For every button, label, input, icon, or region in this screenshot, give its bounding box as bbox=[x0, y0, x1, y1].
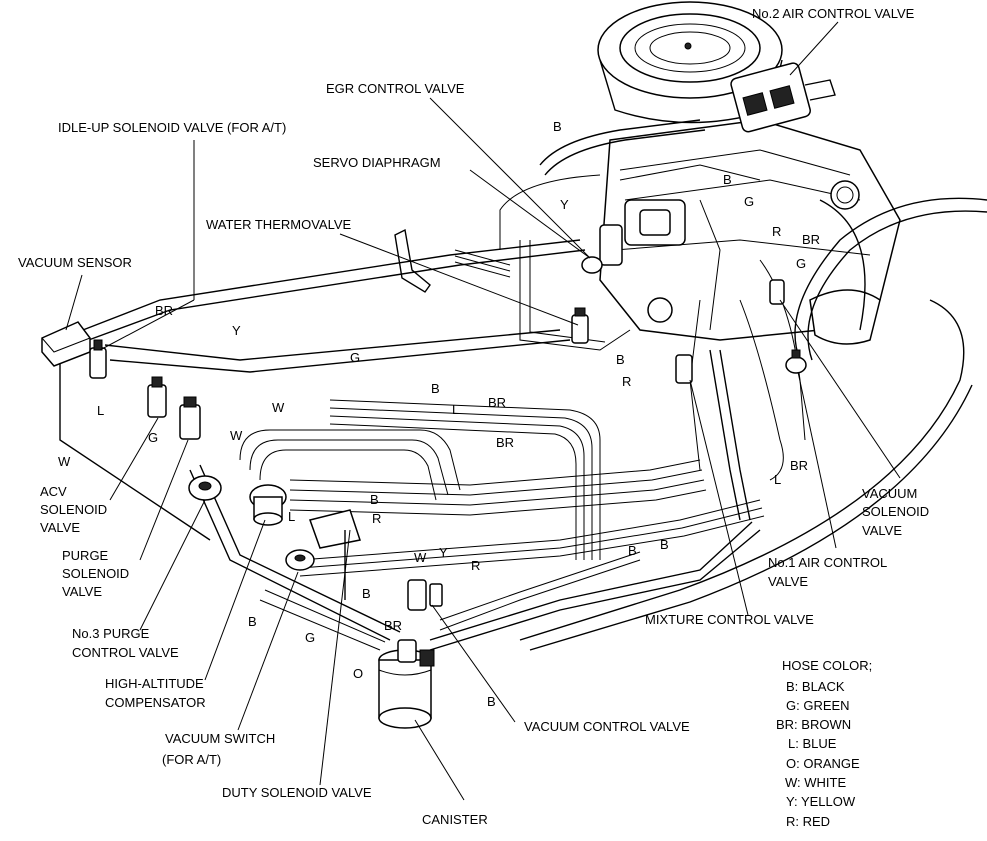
engine-block bbox=[599, 119, 901, 345]
hose-tag: B bbox=[248, 614, 257, 629]
hose-tag: B bbox=[370, 492, 379, 507]
hose-tag: B bbox=[487, 694, 496, 709]
legend-item-yellow: Y: YELLOW bbox=[786, 794, 856, 809]
hose-tag: B bbox=[723, 172, 732, 187]
mount-bracket bbox=[309, 509, 361, 600]
hose-tag: W bbox=[230, 428, 243, 443]
hose-tag: L bbox=[288, 509, 295, 524]
label-no2-air-control-valve: No.2 AIR CONTROL VALVE bbox=[752, 6, 915, 21]
label-purge-solenoid-valve-2: SOLENOID bbox=[62, 566, 129, 581]
label-duty-solenoid-valve: DUTY SOLENOID VALVE bbox=[222, 785, 372, 800]
hose-tag: R bbox=[372, 511, 381, 526]
mixture-control-part bbox=[675, 354, 693, 384]
label-servo-diaphragm: SERVO DIAPHRAGM bbox=[313, 155, 441, 170]
label-vacuum-solenoid-valve-3: VALVE bbox=[862, 523, 902, 538]
label-idle-up-solenoid-valve: IDLE-UP SOLENOID VALVE (FOR A/T) bbox=[58, 120, 286, 135]
hose-tag: B bbox=[628, 543, 637, 558]
no1-air-control-part bbox=[785, 349, 807, 374]
legend-title: HOSE COLOR; bbox=[782, 658, 872, 673]
hose-tag: B bbox=[431, 381, 440, 396]
label-no3-purge-control-valve-1: No.3 PURGE bbox=[72, 626, 150, 641]
hose-tag: B bbox=[553, 119, 562, 134]
legend-item-green: G: GREEN bbox=[786, 698, 850, 713]
legend-item-blue: L: BLUE bbox=[788, 736, 837, 751]
label-purge-solenoid-valve-1: PURGE bbox=[62, 548, 109, 563]
label-egr-control-valve: EGR CONTROL VALVE bbox=[326, 81, 465, 96]
water-thermovalve-part bbox=[571, 307, 589, 344]
hose-tag: BR bbox=[802, 232, 820, 247]
hose-tag: O bbox=[353, 666, 363, 681]
hose-tag: Y bbox=[439, 545, 448, 560]
no3-purge-control-part bbox=[188, 475, 222, 501]
label-vacuum-solenoid-valve-1: VACUUM bbox=[862, 486, 917, 501]
duty-solenoid-part bbox=[397, 639, 435, 667]
label-no3-purge-control-valve-2: CONTROL VALVE bbox=[72, 645, 179, 660]
hose-tag: L bbox=[97, 403, 104, 418]
leader-lines bbox=[65, 21, 901, 801]
label-vacuum-sensor: VACUUM SENSOR bbox=[18, 255, 132, 270]
hose-tag: Y bbox=[560, 197, 569, 212]
hose-tag: G bbox=[305, 630, 315, 645]
purge-solenoid-part bbox=[179, 396, 201, 440]
label-water-thermovalve: WATER THERMOVALVE bbox=[206, 217, 352, 232]
hose-tag: G bbox=[796, 256, 806, 271]
hose-tag: L bbox=[452, 402, 459, 417]
label-vacuum-switch-1: VACUUM SWITCH bbox=[165, 731, 275, 746]
label-no1-air-control-valve-2: VALVE bbox=[768, 574, 808, 589]
hose-tags: B Y B G R BR G BR Y G B R L G W W B L BR… bbox=[58, 119, 820, 709]
label-mixture-control-valve: MIXTURE CONTROL VALVE bbox=[645, 612, 814, 627]
vacuum-switch-part bbox=[285, 549, 315, 571]
hose-tag: W bbox=[58, 454, 71, 469]
legend-item-brown: BR: BROWN bbox=[776, 717, 851, 732]
label-vacuum-solenoid-valve-2: SOLENOID bbox=[862, 504, 929, 519]
servo-diaphragm-part bbox=[581, 256, 603, 274]
label-purge-solenoid-valve-3: VALVE bbox=[62, 584, 102, 599]
hose-tag: BR bbox=[496, 435, 514, 450]
label-acv-solenoid-valve-1: ACV bbox=[40, 484, 67, 499]
label-vacuum-control-valve: VACUUM CONTROL VALVE bbox=[524, 719, 690, 734]
hose-tag: R bbox=[772, 224, 781, 239]
hose-tag: R bbox=[471, 558, 480, 573]
legend-item-white: W: WHITE bbox=[785, 775, 846, 790]
label-vacuum-switch-2: (FOR A/T) bbox=[162, 752, 221, 767]
hose-tag: BR bbox=[790, 458, 808, 473]
label-acv-solenoid-valve-3: VALVE bbox=[40, 520, 80, 535]
hose-tag: R bbox=[622, 374, 631, 389]
hose-tag: G bbox=[350, 350, 360, 365]
legend-item-black: B: BLACK bbox=[786, 679, 845, 694]
legend-item-orange: O: ORANGE bbox=[786, 756, 860, 771]
hose-color-legend: HOSE COLOR; B: BLACK G: GREEN BR: BROWN … bbox=[776, 658, 872, 829]
hose-tag: B bbox=[362, 586, 371, 601]
label-high-altitude-compensator-2: COMPENSATOR bbox=[105, 695, 206, 710]
hose-tag: Y bbox=[232, 323, 241, 338]
high-altitude-compensator-part bbox=[249, 484, 287, 526]
label-high-altitude-compensator-1: HIGH-ALTITUDE bbox=[105, 676, 204, 691]
no2-air-control-valve-body bbox=[730, 62, 836, 133]
hose-tag: W bbox=[414, 550, 427, 565]
acv-solenoid-part bbox=[147, 376, 167, 418]
label-acv-solenoid-valve-2: SOLENOID bbox=[40, 502, 107, 517]
hose-tag: BR bbox=[384, 618, 402, 633]
body-outline bbox=[519, 299, 965, 641]
hose-tag: BR bbox=[488, 395, 506, 410]
label-no1-air-control-valve-1: No.1 AIR CONTROL bbox=[768, 555, 887, 570]
hose-tag: L bbox=[774, 472, 781, 487]
hose-tag: G bbox=[744, 194, 754, 209]
air-cleaner bbox=[597, 1, 783, 124]
hose-tag: B bbox=[660, 537, 669, 552]
legend-item-red: R: RED bbox=[786, 814, 830, 829]
hose-tag: B bbox=[616, 352, 625, 367]
idle-up-solenoid-part bbox=[89, 339, 107, 379]
label-canister: CANISTER bbox=[422, 812, 488, 827]
hose-tag: BR bbox=[155, 303, 173, 318]
hose-tag: G bbox=[148, 430, 158, 445]
vacuum-control-part bbox=[407, 579, 443, 611]
hose-tag: W bbox=[272, 400, 285, 415]
vacuum-solenoid-part bbox=[769, 279, 785, 305]
